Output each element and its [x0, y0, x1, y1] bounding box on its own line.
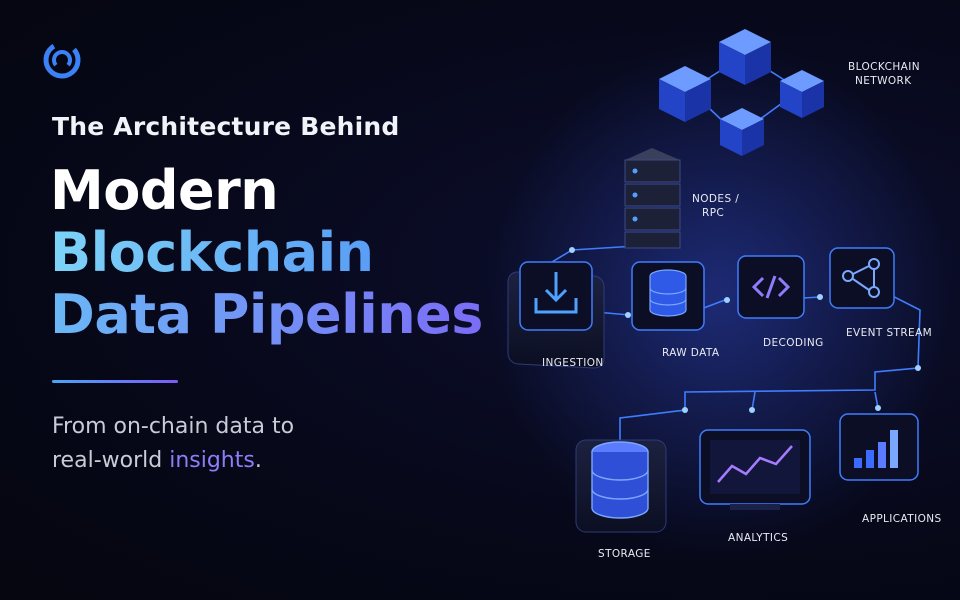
pipeline-diagram: BLOCKCHAIN NETWORK NODES / RPC INGESTION…: [490, 29, 950, 560]
output-label: ANALYTICS: [728, 532, 788, 544]
stage-raw-data: RAW DATA: [631, 261, 720, 359]
tagline-line-1: From on-chain data to: [52, 414, 295, 439]
output-label: APPLICATIONS: [862, 513, 942, 525]
output-storage: STORAGE: [575, 439, 667, 560]
stage-ingestion: INGESTION: [507, 261, 605, 369]
download-icon: [534, 272, 578, 314]
tagline-suffix: .: [254, 448, 262, 473]
stage-label: DECODING: [763, 337, 824, 349]
stage-event-stream: EVENT STREAM: [829, 247, 932, 339]
output-label: STORAGE: [598, 548, 651, 560]
stage-label: INGESTION: [542, 357, 604, 369]
subtitle: The Architecture Behind: [52, 112, 400, 141]
divider: [52, 380, 178, 383]
logo-icon: [43, 41, 81, 79]
tagline-line-2: real-world insights.: [52, 444, 294, 478]
headline-line-1: Modern: [50, 159, 279, 222]
tagline-prefix: real-world: [52, 448, 170, 473]
code-icon: [751, 275, 791, 299]
line-chart-icon: [717, 445, 793, 483]
background-glow: [490, 40, 950, 560]
database-icon: [649, 269, 687, 317]
connection-dots: [569, 247, 921, 413]
server-stack-icon: [624, 148, 681, 249]
tagline: From on-chain data to real-world insight…: [52, 410, 294, 478]
blockchain-cubes: [659, 29, 824, 156]
tagline-highlight: insights: [169, 448, 255, 473]
network-label-1: BLOCKCHAIN: [848, 61, 920, 73]
stage-label: RAW DATA: [662, 347, 720, 359]
output-analytics: ANALYTICS: [699, 429, 811, 544]
nodes-label-1: NODES /: [692, 193, 739, 205]
stage-label: EVENT STREAM: [846, 327, 932, 339]
network-graph-icon: [842, 258, 880, 298]
headline-line-2: Blockchain: [50, 221, 374, 284]
output-applications: APPLICATIONS: [839, 413, 942, 525]
stage-decoding: DECODING: [737, 255, 824, 349]
network-label-2: NETWORK: [855, 75, 912, 87]
bar-chart-icon: [854, 430, 898, 468]
headline-line-3: Data Pipelines: [50, 283, 483, 346]
database-icon: [591, 441, 649, 519]
nodes-label-2: RPC: [702, 207, 724, 219]
